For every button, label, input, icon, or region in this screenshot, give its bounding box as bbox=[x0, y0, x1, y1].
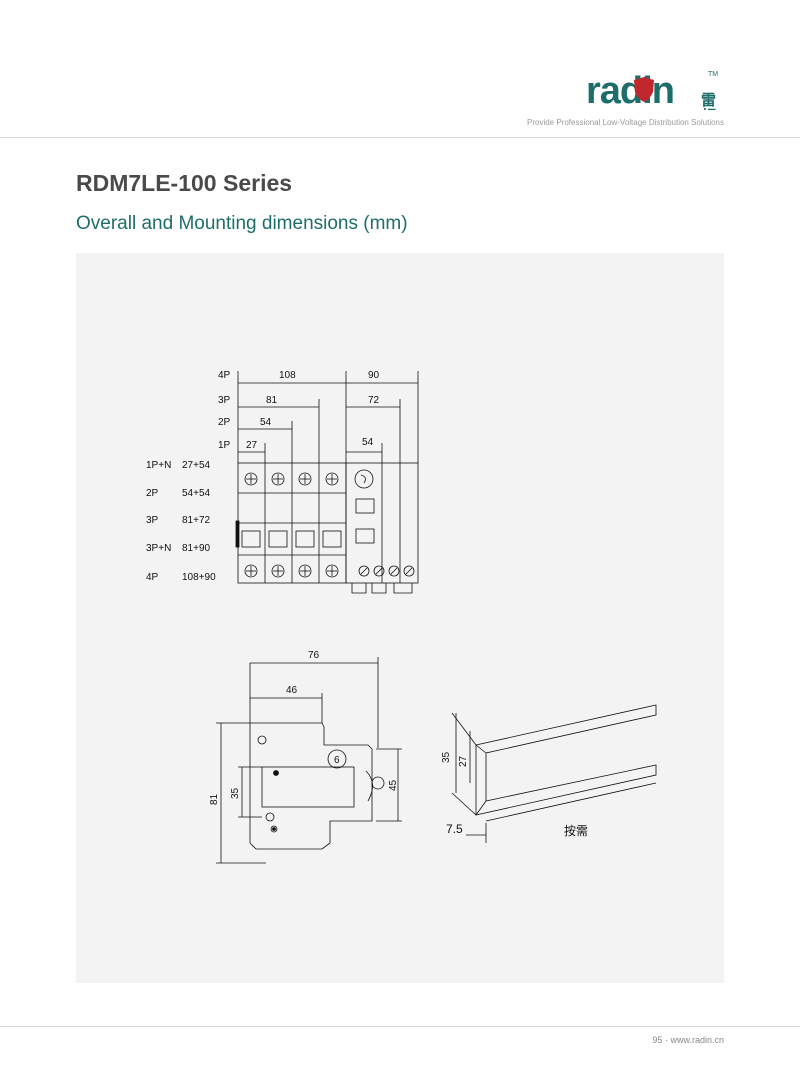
side-width-front: 46 bbox=[286, 685, 298, 696]
page-footer: 95 · www.radin.cn bbox=[652, 1035, 724, 1045]
width-27: 27 bbox=[246, 440, 258, 451]
brand-logo[interactable]: radin TM 雷顿 bbox=[584, 66, 728, 124]
header-divider bbox=[0, 137, 800, 138]
pole-label-3p: 3P bbox=[218, 395, 231, 406]
pole-label-1p: 1P bbox=[218, 440, 231, 451]
rail-length-label: 按需 bbox=[564, 824, 588, 838]
combo-poles: 3P bbox=[146, 515, 159, 526]
side-height-total: 81 bbox=[209, 793, 220, 805]
side-width-total: 76 bbox=[308, 650, 320, 661]
pole-label-2p: 2P bbox=[218, 417, 231, 428]
pole-label-4p: 4P bbox=[218, 370, 231, 381]
dimension-drawings-panel: 4P 3P 2P 1P 108 81 54 27 90 72 54 1P+N 2… bbox=[76, 253, 724, 983]
combo-poles: 4P bbox=[146, 572, 159, 583]
combo-dims: 27+54 bbox=[182, 460, 211, 471]
combo-poles: 3P+N bbox=[146, 543, 171, 554]
rail-height-inner: 27 bbox=[458, 755, 469, 767]
front-view-drawing bbox=[235, 371, 419, 594]
combo-poles: 2P bbox=[146, 488, 159, 499]
logo-cn-text: 雷顿 bbox=[699, 92, 717, 110]
section-subtitle: Overall and Mounting dimensions (mm) bbox=[76, 213, 408, 234]
footer-separator: · bbox=[664, 1035, 668, 1045]
shield-icon bbox=[634, 77, 654, 102]
brand-tagline: Provide Professional Low-Voltage Distrib… bbox=[527, 118, 724, 127]
combo-poles: 1P+N bbox=[146, 460, 171, 471]
page-title: RDM7LE-100 Series bbox=[76, 170, 293, 196]
combo-dims: 81+90 bbox=[182, 543, 211, 554]
trademark-mark: TM bbox=[708, 71, 718, 78]
rail-height-outer: 35 bbox=[441, 751, 452, 763]
footer-divider bbox=[0, 1026, 800, 1027]
logo-wordmark: radin bbox=[586, 70, 674, 110]
footer-website-link[interactable]: www.radin.cn bbox=[670, 1035, 724, 1045]
side-height-right: 45 bbox=[388, 779, 399, 791]
side-view-drawing bbox=[216, 657, 402, 864]
combo-dims: 81+72 bbox=[182, 515, 211, 526]
page-number: 95 bbox=[652, 1035, 663, 1045]
din-rail-drawing bbox=[451, 704, 657, 843]
width-54: 54 bbox=[260, 417, 272, 428]
rcd-width-54: 54 bbox=[362, 437, 374, 448]
side-height-window: 35 bbox=[230, 787, 241, 799]
width-108: 108 bbox=[279, 370, 296, 381]
width-81: 81 bbox=[266, 395, 278, 406]
side-badge-number: 6 bbox=[334, 755, 340, 766]
rail-flange: 7.5 bbox=[446, 822, 463, 836]
rcd-width-72: 72 bbox=[368, 395, 380, 406]
combo-dims: 54+54 bbox=[182, 488, 211, 499]
rcd-width-90: 90 bbox=[368, 370, 380, 381]
combo-dims: 108+90 bbox=[182, 572, 216, 583]
